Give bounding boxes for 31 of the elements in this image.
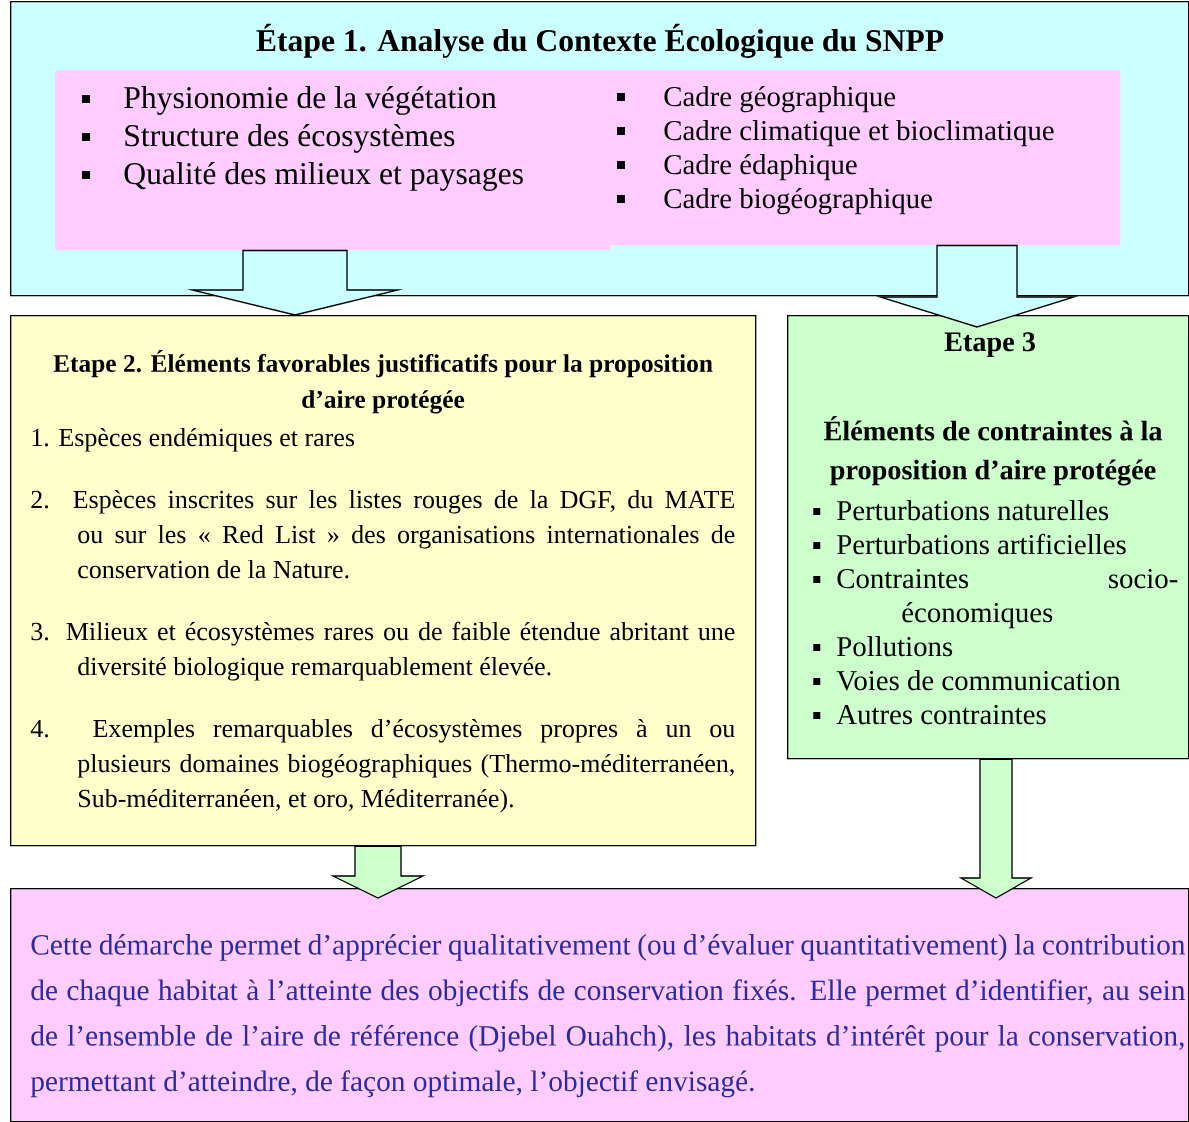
paragraph: Cette démarche permet d’apprécier qualitativement (ou d’évaluer quantitativement) la contribution de chaque habitat à l’atteinte des objectifs de conservation fixés. Elle permet d’identifier, au sein de l’ensemble de l’aire de référence (Djebel Ouahch), les habitats d’intérêt pour la conservation, permettant d’atteindre, de façon optimale, l’objectif envisagé. bbox=[30, 934, 1186, 1098]
list-item: Pollutions bbox=[813, 636, 953, 657]
conclusion-box bbox=[10, 888, 1189, 1122]
list-item: Perturbations naturelles bbox=[813, 500, 1109, 521]
list-item: Cadre climatique et bioclimatique bbox=[617, 120, 1054, 147]
block-arrow bbox=[330, 845, 426, 899]
heading: Etape 2. Éléments favorables justificatifs pour la proposition d’aire protégée bbox=[53, 350, 713, 414]
list-item: 1. Espèces endémiques et rares bbox=[32, 427, 355, 452]
list-item: 2. Espèces inscrites sur les listes rouges de la DGF, du MATE ou sur les « Red List » des organisations internationales de conservation de la Nature. bbox=[31, 489, 735, 579]
stage-box bbox=[10, 315, 757, 847]
block-arrow bbox=[958, 758, 1034, 899]
list-item: Perturbations artificielles bbox=[813, 533, 1126, 555]
list-item: Autres contraintes bbox=[813, 704, 1046, 725]
heading: Éléments de contraintes à la proposition d’aire protégée bbox=[824, 416, 1163, 486]
heading: Étape 1. Analyse du Contexte Écologique du SNPP bbox=[256, 23, 944, 58]
list-item: Cadre géographique bbox=[617, 85, 896, 113]
list-item: Qualité des milieux et paysages bbox=[82, 162, 523, 191]
heading: Etape 3 bbox=[944, 332, 1035, 358]
list-panel bbox=[55, 70, 611, 251]
list-item: 3. Milieux et écosystèmes rares ou de faible étendue abritant une diversité biologique remarquablement élevée. bbox=[31, 621, 735, 681]
block-arrow bbox=[186, 249, 404, 316]
stage-box bbox=[787, 315, 1189, 760]
list-item: Physionomie de la végétation bbox=[82, 86, 497, 115]
list-panel bbox=[610, 70, 1121, 246]
block-arrow bbox=[875, 244, 1079, 328]
list-item: Contraintes socio-économiques bbox=[813, 568, 1178, 629]
list-item: Structure des écosystèmes bbox=[82, 124, 455, 153]
list-item: Cadre édaphique bbox=[617, 153, 857, 181]
list-item: 4. Exemples remarquables d’écosystèmes propres à un ou plusieurs domaines biogéographiques (Thermo-méditerranéen, Sub-méditerranéen, et oro, Méditerranée). bbox=[30, 718, 735, 813]
list-item: Cadre biogéographique bbox=[617, 187, 932, 215]
list-item: Voies de communication bbox=[813, 670, 1121, 691]
